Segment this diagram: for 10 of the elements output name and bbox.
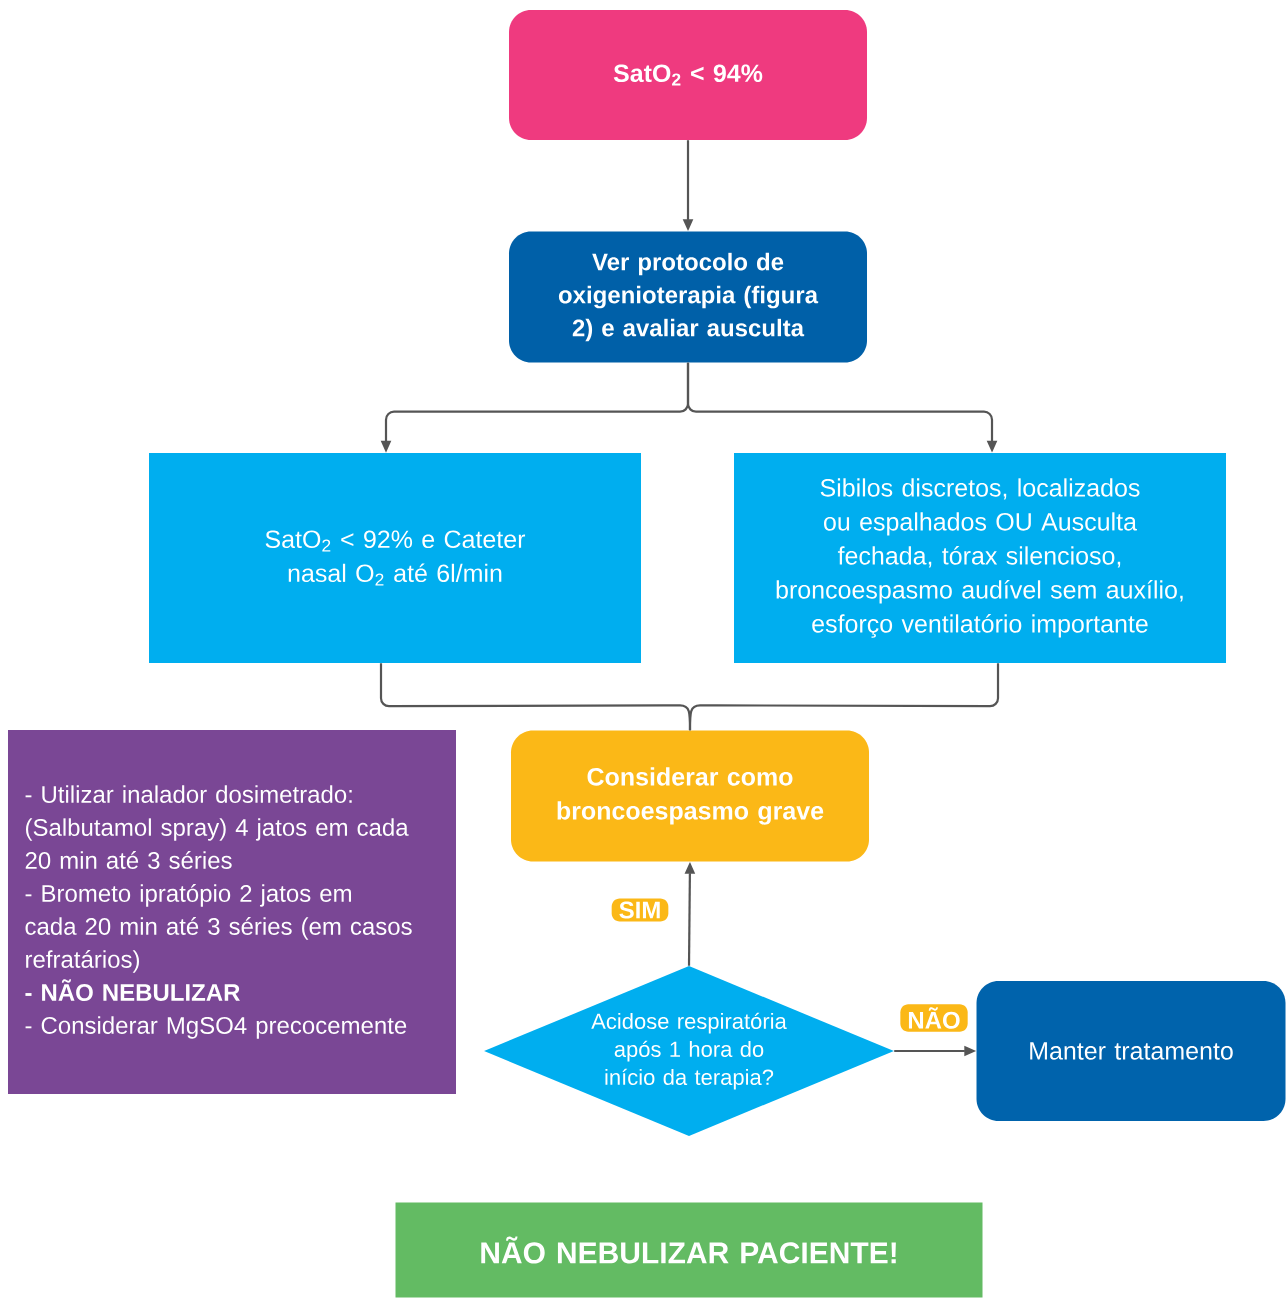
edge-label: NÃO (900, 1004, 968, 1032)
warning-box: NÃO NEBULIZAR PACIENTE! (395, 1202, 983, 1298)
start-box: SatO$_{2}$ < 94% (509, 10, 867, 140)
condition-box: SatO$_{2}$ < 92% e Cateter nasal O$_{2}$ até 6l/min (149, 453, 641, 663)
process-box: Considerar como broncoespasmo grave (511, 730, 869, 862)
condition-box: Sibilos discretos, localizados ou espalhados OU Ausculta fechada, tórax silencioso, broncoespasmo audível sem auxílio, esforço ventilatório importante (734, 453, 1226, 663)
process-box: Ver protocolo de oxigenioterapia (figura 2) e avaliar ausculta (509, 231, 867, 363)
process-box: Manter tratamento (976, 981, 1286, 1121)
edge-label: SIM (611, 898, 669, 922)
note-box: - Utilizar inalador dosimetrado: (Salbutamol spray) 4 jatos em cada 20 min até 3 séries - Brometo ipratópio 2 jatos em cada 20 min até 3 séries (em casos refratários) - NÃO NEBULIZAR - Considerar MgSO4 precocemente (8, 730, 456, 1094)
